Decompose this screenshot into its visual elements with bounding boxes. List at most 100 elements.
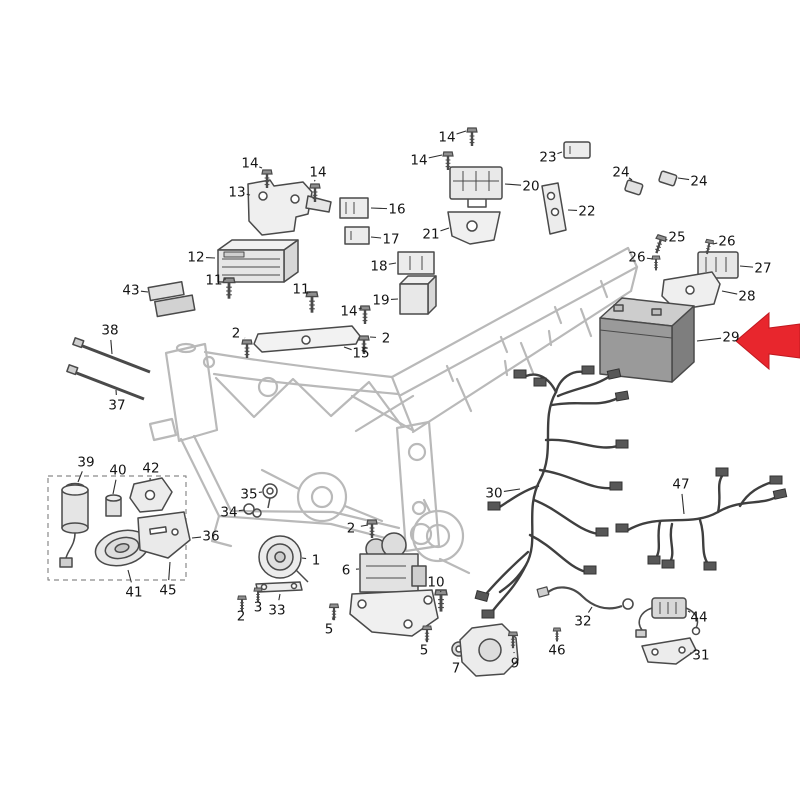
part-27-relay-box bbox=[697, 251, 739, 279]
part-label-10: 10 bbox=[427, 575, 444, 591]
leader-line-part-21 bbox=[440, 227, 450, 232]
part-12-ecu bbox=[217, 239, 299, 283]
part-label-26: 26 bbox=[628, 250, 645, 266]
part-label-40: 40 bbox=[109, 463, 126, 479]
leader-line-part-17 bbox=[370, 236, 382, 239]
part-label-35: 35 bbox=[240, 487, 257, 503]
leader-line-part-43 bbox=[140, 290, 149, 293]
leader-line-part-16 bbox=[370, 207, 388, 210]
leader-line-part-18 bbox=[388, 262, 397, 265]
part-31-bracket bbox=[641, 637, 697, 665]
part-38-strap bbox=[72, 337, 151, 374]
part-44-relay-assembly bbox=[635, 597, 701, 638]
leader-line-part-27 bbox=[739, 265, 754, 268]
part-label-25: 25 bbox=[668, 230, 685, 246]
part-43-connector bbox=[147, 281, 196, 318]
part-47-sub-harness bbox=[614, 466, 788, 572]
part-label-2: 2 bbox=[232, 326, 241, 342]
leader-line-part-39 bbox=[77, 471, 83, 483]
leader-line-part-11 bbox=[308, 291, 311, 294]
leader-line-part-13 bbox=[246, 193, 251, 196]
leader-line-part-34 bbox=[238, 509, 245, 512]
part-35-clamp bbox=[262, 483, 278, 509]
leader-line-part-33 bbox=[278, 593, 281, 601]
part-label-30: 30 bbox=[485, 486, 502, 502]
leader-line-part-38 bbox=[110, 339, 113, 355]
part-label-37: 37 bbox=[108, 398, 125, 414]
leader-line-part-47 bbox=[681, 493, 685, 515]
leader-line-part-14 bbox=[358, 307, 363, 310]
leader-line-part-32 bbox=[587, 606, 593, 613]
part-40-sensor bbox=[105, 494, 122, 517]
part-label-22: 22 bbox=[578, 204, 595, 220]
part-label-17: 17 bbox=[382, 232, 399, 248]
leader-line-part-14 bbox=[428, 154, 443, 159]
part-45-bracket bbox=[137, 511, 191, 559]
part-label-38: 38 bbox=[101, 323, 118, 339]
part-label-20: 20 bbox=[522, 179, 539, 195]
part-label-45: 45 bbox=[159, 583, 176, 599]
part-label-43: 43 bbox=[122, 283, 139, 299]
part-17-relay bbox=[344, 226, 370, 245]
part-42-bracket bbox=[129, 477, 173, 513]
part-label-14: 14 bbox=[241, 156, 258, 172]
components-layer bbox=[47, 141, 739, 677]
leader-line-part-20 bbox=[504, 183, 522, 186]
leader-line-part-14 bbox=[456, 130, 467, 135]
part-label-12: 12 bbox=[187, 250, 204, 266]
highlight-arrow-icon bbox=[735, 311, 800, 371]
part-label-41: 41 bbox=[125, 585, 142, 601]
part-label-1: 1 bbox=[312, 553, 321, 569]
part-label-47: 47 bbox=[672, 477, 689, 493]
leader-line-part-24 bbox=[628, 177, 633, 181]
part-1-horn bbox=[258, 535, 309, 583]
part-22-strip bbox=[541, 182, 567, 235]
part-label-7: 7 bbox=[452, 661, 461, 677]
part-label-13: 13 bbox=[228, 185, 245, 201]
part-30-main-harness bbox=[473, 364, 630, 620]
part-label-16: 16 bbox=[388, 202, 405, 218]
part-label-33: 33 bbox=[268, 603, 285, 619]
leader-line-part-24 bbox=[677, 177, 690, 181]
part-39-ignition-switch bbox=[59, 482, 89, 568]
part-label-3: 3 bbox=[254, 600, 263, 616]
part-15-bracket bbox=[253, 325, 361, 353]
part-37-strap bbox=[66, 364, 145, 401]
part-label-23: 23 bbox=[539, 150, 556, 166]
part-label-2: 2 bbox=[237, 609, 246, 625]
part-19-relay bbox=[399, 275, 437, 315]
part-label-46: 46 bbox=[548, 643, 565, 659]
part-28-bracket bbox=[661, 271, 721, 311]
leader-line-part-36 bbox=[191, 536, 202, 539]
part-20-control-unit bbox=[449, 166, 503, 208]
part-16-relay bbox=[339, 197, 369, 219]
leader-line-part-26 bbox=[712, 242, 718, 245]
part-label-24: 24 bbox=[612, 165, 629, 181]
leader-line-part-14 bbox=[259, 166, 263, 169]
part-33-bracket bbox=[255, 581, 303, 593]
part-label-14: 14 bbox=[340, 304, 357, 320]
part-6-abs-module bbox=[349, 532, 439, 637]
leader-line-part-10 bbox=[439, 590, 442, 593]
part-41-speaker bbox=[94, 529, 150, 567]
part-label-29: 29 bbox=[722, 330, 739, 346]
leader-line-part-44 bbox=[687, 610, 691, 613]
part-label-6: 6 bbox=[342, 563, 351, 579]
part-21-bracket bbox=[447, 211, 501, 245]
part-23-relay bbox=[563, 141, 591, 159]
leader-line-part-2 bbox=[360, 524, 369, 527]
part-label-42: 42 bbox=[142, 461, 159, 477]
part-label-31: 31 bbox=[692, 648, 709, 664]
leader-line-part-15 bbox=[343, 346, 352, 351]
leader-line-part-45 bbox=[168, 561, 171, 581]
part-label-2: 2 bbox=[382, 331, 391, 347]
part-34-clamp bbox=[243, 503, 262, 518]
leader-line-part-5 bbox=[331, 617, 334, 620]
part-label-5: 5 bbox=[325, 622, 334, 638]
part-label-28: 28 bbox=[738, 289, 755, 305]
part-label-14: 14 bbox=[410, 153, 427, 169]
leader-line-part-29 bbox=[696, 337, 722, 342]
